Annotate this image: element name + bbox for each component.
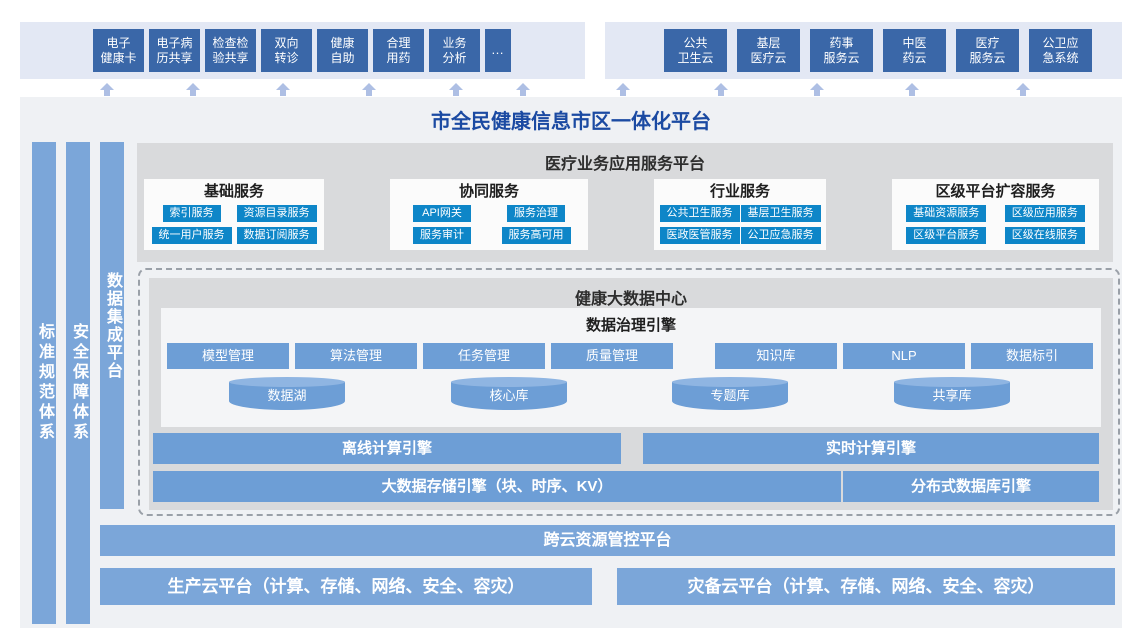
up-arrow-icon bbox=[905, 83, 919, 97]
cloud-app-chip: 公共 卫生云 bbox=[664, 29, 727, 72]
service-chip: 区级平台服务 bbox=[906, 227, 987, 244]
service-chip: 服务治理 bbox=[507, 205, 565, 222]
service-chip: 统一用户服务 bbox=[151, 227, 232, 244]
service-group-basic: 基础服务 索引服务 资源目录服务 统一用户服务 数据订阅服务 bbox=[144, 179, 324, 250]
service-chip: 服务审计 bbox=[413, 227, 471, 244]
service-chip: 医政医管服务 bbox=[659, 227, 740, 244]
service-chip: 区级应用服务 bbox=[1004, 205, 1085, 222]
database-cylinder: 数据湖 bbox=[229, 377, 345, 410]
service-group-title: 行业服务 bbox=[709, 183, 770, 200]
up-arrow-icon bbox=[1016, 83, 1030, 97]
governance-module-chip: 数据标引 bbox=[971, 343, 1093, 369]
disaster-recovery-cloud-bar: 灾备云平台（计算、存储、网络、安全、容灾） bbox=[617, 568, 1115, 605]
database-cylinder: 专题库 bbox=[672, 377, 788, 410]
spacer bbox=[679, 343, 709, 369]
governance-module-chip: 任务管理 bbox=[423, 343, 545, 369]
governance-title: 数据治理引擎 bbox=[585, 317, 676, 334]
service-chip: 索引服务 bbox=[162, 205, 221, 222]
realtime-compute-engine-bar: 实时计算引擎 bbox=[643, 433, 1099, 464]
up-arrow-icon bbox=[100, 83, 114, 97]
service-chip: 服务高可用 bbox=[501, 227, 571, 244]
service-chip: 基层卫生服务 bbox=[740, 205, 821, 222]
cloud-app-chip: 中医 药云 bbox=[883, 29, 946, 72]
up-arrow-icon bbox=[616, 83, 630, 97]
up-arrow-icon bbox=[362, 83, 376, 97]
governance-modules-row: 模型管理 算法管理 任务管理 质量管理 知识库 NLP 数据标引 bbox=[161, 335, 1101, 369]
cloud-app-chip: 基层 医疗云 bbox=[737, 29, 800, 72]
governance-module-chip: 质量管理 bbox=[551, 343, 673, 369]
service-group-title: 协同服务 bbox=[458, 183, 519, 200]
service-group-title: 区级平台扩容服务 bbox=[935, 183, 1056, 200]
service-chip: 公共卫生服务 bbox=[659, 205, 740, 222]
pillar-standards-system: 标准规范体系 bbox=[32, 142, 56, 624]
big-data-storage-engine-bar: 大数据存储引擎（块、时序、KV） bbox=[153, 471, 841, 502]
service-chip: 公卫应急服务 bbox=[740, 227, 821, 244]
app-chip: 电子 健康卡 bbox=[93, 29, 144, 72]
distributed-database-engine-bar: 分布式数据库引擎 bbox=[843, 471, 1099, 502]
health-big-data-center: 健康大数据中心 数据治理引擎 模型管理 算法管理 任务管理 质量管理 知识库 N… bbox=[138, 268, 1120, 516]
offline-compute-engine-bar: 离线计算引擎 bbox=[153, 433, 621, 464]
city-apps-band: 电子 健康卡 电子病 历共享 检查检 验共享 双向 转诊 健康 自助 合理 用药… bbox=[20, 22, 585, 79]
medical-services-section: 医疗业务应用服务平台 基础服务 索引服务 资源目录服务 统一用户服务 数据订阅服… bbox=[137, 143, 1113, 262]
service-chip: 数据订阅服务 bbox=[236, 227, 317, 244]
governance-module-chip: NLP bbox=[843, 343, 965, 369]
cloud-apps-band: 公共 卫生云 基层 医疗云 药事 服务云 中医 药云 医疗 服务云 公卫应 急系… bbox=[605, 22, 1122, 79]
pillar-security-system: 安全保障体系 bbox=[66, 142, 90, 624]
up-arrow-icon bbox=[516, 83, 530, 97]
service-group-district-expansion: 区级平台扩容服务 基础资源服务 区级应用服务 区级平台服务 区级在线服务 bbox=[892, 179, 1099, 250]
up-arrow-icon bbox=[449, 83, 463, 97]
up-arrow-icon bbox=[810, 83, 824, 97]
data-governance-engine: 数据治理引擎 模型管理 算法管理 任务管理 质量管理 知识库 NLP 数据标引 … bbox=[161, 308, 1101, 427]
service-chip: 区级在线服务 bbox=[1004, 227, 1085, 244]
production-cloud-bar: 生产云平台（计算、存储、网络、安全、容灾） bbox=[100, 568, 592, 605]
database-cylinder: 共享库 bbox=[894, 377, 1010, 410]
service-chip: API网关 bbox=[413, 205, 471, 222]
service-group-collaboration: 协同服务 API网关 服务治理 服务审计 服务高可用 bbox=[390, 179, 588, 250]
governance-module-chip: 模型管理 bbox=[167, 343, 289, 369]
app-chip: 双向 转诊 bbox=[261, 29, 312, 72]
service-chip: 基础资源服务 bbox=[906, 205, 987, 222]
app-chip: 合理 用药 bbox=[373, 29, 424, 72]
platform-container: 市全民健康信息市区一体化平台 标准规范体系 安全保障体系 数据集成平台 医疗业务… bbox=[20, 97, 1122, 628]
app-chip: 电子病 历共享 bbox=[149, 29, 200, 72]
cross-cloud-control-bar: 跨云资源管控平台 bbox=[100, 525, 1115, 556]
medical-section-title: 医疗业务应用服务平台 bbox=[544, 156, 705, 173]
governance-module-chip: 算法管理 bbox=[295, 343, 417, 369]
ellipsis-chip: … bbox=[485, 29, 511, 72]
pillar-data-integration: 数据集成平台 bbox=[100, 142, 124, 509]
service-group-title: 基础服务 bbox=[203, 183, 264, 200]
service-group-industry: 行业服务 公共卫生服务 基层卫生服务 医政医管服务 公卫应急服务 bbox=[654, 179, 826, 250]
big-data-title: 健康大数据中心 bbox=[574, 291, 687, 308]
up-arrow-icon bbox=[186, 83, 200, 97]
cloud-app-chip: 药事 服务云 bbox=[810, 29, 873, 72]
up-arrow-icon bbox=[714, 83, 728, 97]
page-title: 市全民健康信息市区一体化平台 bbox=[431, 111, 711, 133]
service-groups-row: 基础服务 索引服务 资源目录服务 统一用户服务 数据订阅服务 协同服务 API网… bbox=[144, 179, 1099, 250]
app-chip: 检查检 验共享 bbox=[205, 29, 256, 72]
governance-module-chip: 知识库 bbox=[715, 343, 837, 369]
big-data-inner: 健康大数据中心 数据治理引擎 模型管理 算法管理 任务管理 质量管理 知识库 N… bbox=[149, 278, 1113, 510]
app-chip: 健康 自助 bbox=[317, 29, 368, 72]
database-cylinder: 核心库 bbox=[451, 377, 567, 410]
app-chip: 业务 分析 bbox=[429, 29, 480, 72]
up-arrow-icon bbox=[276, 83, 290, 97]
cloud-app-chip: 公卫应 急系统 bbox=[1029, 29, 1092, 72]
service-chip: 资源目录服务 bbox=[236, 205, 317, 222]
cloud-app-chip: 医疗 服务云 bbox=[956, 29, 1019, 72]
